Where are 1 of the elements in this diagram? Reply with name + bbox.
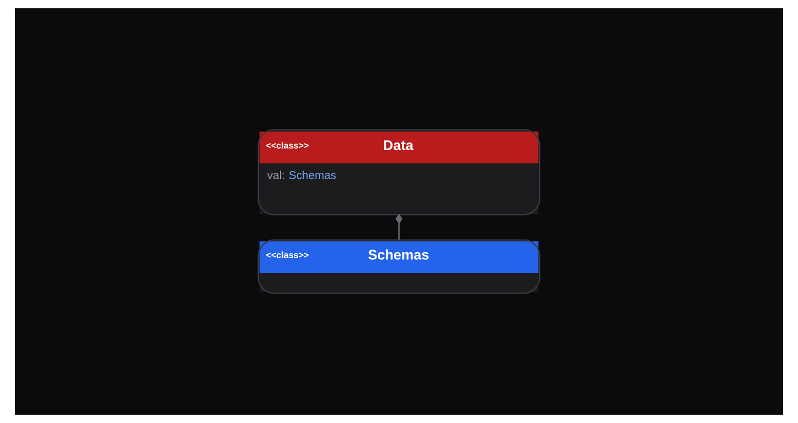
connector <box>396 214 402 240</box>
